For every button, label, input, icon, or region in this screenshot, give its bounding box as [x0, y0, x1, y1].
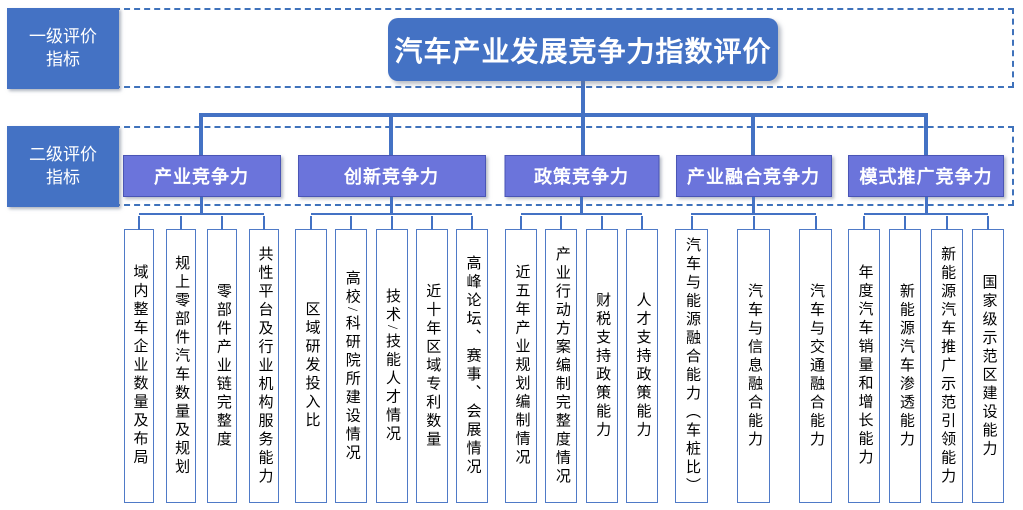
indicator-label: 规上零部件汽车数量及规划: [173, 255, 190, 477]
category-box-integration: 产业融合竞争力: [675, 155, 832, 197]
category-label: 产业竞争力: [154, 167, 249, 187]
indicator-label: 人才支持政策能力: [634, 292, 651, 440]
indicator-box: 人才支持政策能力: [625, 216, 658, 503]
connector-zone: [505, 197, 658, 215]
leaf-row: 汽车与能源融合能力（车桩比） 汽车与信息融合能力 汽车与交通融合能力: [675, 216, 832, 503]
indicator-box: 财税支持政策能力: [585, 216, 618, 503]
leaf-row: 近五年产业规划编制情况 产业行动方案编制完整度情况 财税支持政策能力 人才支持政…: [505, 216, 658, 503]
connector-horizontal: [691, 213, 816, 215]
indicator-box: 新能源汽车推广示范引领能力: [930, 216, 963, 503]
indicator-box: 新能源汽车渗透能力: [889, 216, 922, 503]
connector-horizontal: [311, 213, 472, 215]
connector-title-drop: [581, 81, 585, 155]
indicator-label: 高校/科研院所建设情况: [343, 269, 360, 463]
connector-stub: [752, 197, 755, 215]
level1-row-label-line1: 一级评价: [29, 26, 97, 46]
indicator-box: 规上零部件汽车数量及规划: [165, 216, 196, 503]
connector-zone: [848, 197, 1004, 215]
indicator-label: 技术/技能人才情况: [384, 288, 400, 444]
leaf-row: 区域研发投入比 高校/科研院所建设情况 技术/技能人才情况 近十年区域专利数量 …: [295, 216, 488, 503]
indicator-box: 年度汽车销量和增长能力: [848, 216, 880, 503]
indicator-box: 汽车与交通融合能力: [799, 216, 832, 503]
group-promotion: 模式推广竞争力 年度汽车销量和增长能力 新能源汽车渗透能力 新能源汽车推广示范引…: [848, 155, 1004, 503]
connector-stub: [924, 197, 928, 215]
level2-row-label: 二级评价 指标: [7, 126, 119, 207]
level1-row-label: 一级评价 指标: [7, 8, 119, 89]
indicator-box: 域内整车企业数量及布局: [124, 216, 154, 503]
indicator-label: 汽车与交通融合能力: [808, 282, 824, 450]
indicator-label: 共性平台及行业机构服务能力: [256, 245, 273, 487]
group-innovation: 创新竞争力 区域研发投入比 高校/科研院所建设情况 技术/技能人才情况 近十年区…: [295, 155, 488, 503]
connector-zone: [295, 197, 488, 215]
indicator-label: 零部件产业链完整度: [214, 282, 231, 450]
category-label: 模式推广竞争力: [859, 167, 993, 187]
connector-drop-promotion: [924, 113, 928, 155]
indicator-label: 近五年产业规划编制情况: [513, 264, 530, 468]
indicator-box: 汽车与信息融合能力: [737, 216, 770, 503]
indicator-box: 区域研发投入比: [295, 216, 327, 503]
category-box-policy: 政策竞争力: [504, 155, 659, 197]
connector-level1-horizontal: [199, 113, 928, 117]
indicator-label: 年度汽车销量和增长能力: [856, 264, 873, 468]
indicator-box: 零部件产业链完整度: [207, 216, 238, 503]
connector-drop-industry: [199, 113, 203, 155]
category-box-innovation: 创新竞争力: [297, 155, 486, 197]
root-title-text: 汽车产业发展竞争力指数评价: [394, 35, 772, 67]
indicator-box: 近十年区域专利数量: [415, 216, 448, 503]
connector-zone: [124, 197, 279, 215]
indicator-label: 汽车与能源融合能力（车桩比）: [684, 236, 700, 496]
root-title-box: 汽车产业发展竞争力指数评价: [388, 18, 778, 81]
connector-horizontal: [521, 213, 642, 215]
indicator-box: 产业行动方案编制完整度情况: [545, 216, 578, 503]
connector-zone: [675, 197, 832, 215]
indicator-label: 区域研发投入比: [303, 301, 320, 431]
level2-row-label-line1: 二级评价: [29, 144, 97, 164]
connector-drop-integration: [751, 113, 755, 155]
connector-horizontal: [139, 213, 264, 215]
category-label: 产业融合竞争力: [687, 167, 820, 187]
indicator-box: 近五年产业规划编制情况: [505, 216, 537, 503]
group-policy: 政策竞争力 近五年产业规划编制情况 产业行动方案编制完整度情况 财税支持政策能力…: [504, 155, 659, 503]
connector-stub: [390, 197, 393, 215]
indicator-box: 共性平台及行业机构服务能力: [248, 216, 279, 503]
indicator-box: 高校/科研院所建设情况: [335, 216, 368, 503]
connector-stub: [580, 197, 583, 215]
indicator-label: 汽车与信息融合能力: [746, 282, 762, 450]
category-box-promotion: 模式推广竞争力: [848, 155, 1004, 197]
leaf-row: 域内整车企业数量及布局 规上零部件汽车数量及规划 零部件产业链完整度 共性平台及…: [124, 216, 279, 503]
level2-row-label-line2: 指标: [46, 167, 80, 187]
category-box-industry: 产业竞争力: [122, 155, 281, 197]
leaf-row: 年度汽车销量和增长能力 新能源汽车渗透能力 新能源汽车推广示范引领能力 国家级示…: [848, 216, 1004, 503]
indicator-label: 近十年区域专利数量: [424, 282, 441, 450]
indicator-label: 域内整车企业数量及布局: [131, 264, 148, 468]
category-label: 政策竞争力: [534, 167, 629, 187]
category-label: 创新竞争力: [344, 167, 439, 187]
indicator-box: 技术/技能人才情况: [375, 216, 408, 503]
indicator-label: 新能源汽车推广示范引领能力: [939, 245, 956, 487]
indicator-label: 财税支持政策能力: [594, 292, 611, 440]
indicator-label: 产业行动方案编制完整度情况: [553, 245, 570, 487]
indicator-label: 新能源汽车渗透能力: [897, 282, 914, 450]
indicator-box: 汽车与能源融合能力（车桩比）: [675, 216, 708, 503]
level1-row-label-line2: 指标: [46, 49, 80, 69]
indicator-box: 国家级示范区建设能力: [971, 216, 1004, 503]
indicator-label: 国家级示范区建设能力: [980, 273, 997, 459]
connector-stub: [200, 197, 203, 215]
group-integration: 产业融合竞争力 汽车与能源融合能力（车桩比） 汽车与信息融合能力 汽车与交通融合…: [675, 155, 832, 503]
group-industry: 产业竞争力 域内整车企业数量及布局 规上零部件汽车数量及规划 零部件产业链完整度…: [122, 155, 281, 503]
indicator-box: 高峰论坛、赛事、会展情况: [456, 216, 488, 503]
connector-drop-innovation: [389, 113, 393, 155]
connector-horizontal: [864, 213, 988, 215]
indicator-label: 高峰论坛、赛事、会展情况: [464, 255, 481, 477]
